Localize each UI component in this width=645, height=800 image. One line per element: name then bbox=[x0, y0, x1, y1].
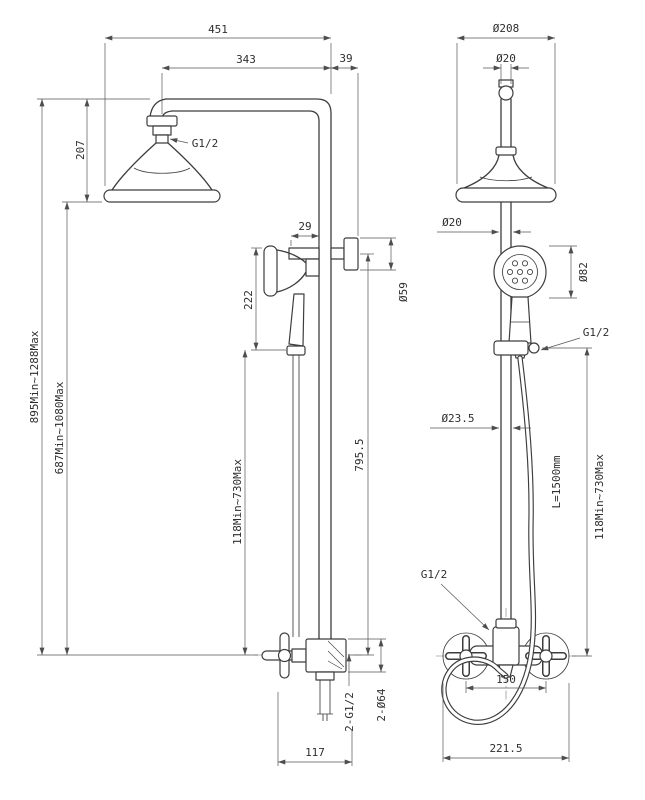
head-collar bbox=[155, 134, 169, 144]
dim-slide-range: 118Min~730Max bbox=[231, 459, 244, 545]
front-view-dimensions: Ø208 Ø20 Ø20 Ø82 G1/2 Ø23.5 L=1500mm bbox=[421, 22, 610, 762]
handshower-nut bbox=[305, 258, 320, 277]
hand-shower-front bbox=[493, 245, 547, 359]
dim-head-dia: Ø208 bbox=[493, 22, 520, 35]
handshower-handle-front bbox=[508, 296, 532, 344]
rain-head-side bbox=[103, 115, 221, 203]
dim-overall-height: 895Min~1288Max bbox=[28, 330, 41, 423]
head-neck bbox=[152, 125, 172, 136]
dim-top-pipe-dia: Ø20 bbox=[496, 52, 516, 65]
valve-body-hatch bbox=[327, 640, 345, 670]
handshower-cone-bottom bbox=[276, 271, 307, 293]
dim-lower-pipe-dia: Ø23.5 bbox=[441, 412, 474, 425]
wall-arm bbox=[330, 247, 345, 260]
riser-pipe-outer bbox=[165, 98, 332, 640]
dim-flange-dia: Ø59 bbox=[397, 282, 410, 302]
dim-valve-thread: G1/2 bbox=[421, 568, 448, 581]
handshower-face bbox=[263, 245, 278, 297]
dim-hose-length: L=1500mm bbox=[550, 455, 563, 508]
mixer-valve-front bbox=[436, 608, 576, 700]
leader-head-thread bbox=[169, 138, 189, 144]
side-view: 451 343 39 207 G1/2 895Min~1288Max 687Mi… bbox=[28, 23, 410, 766]
handshower-head-outer bbox=[493, 245, 547, 299]
head-rim-front bbox=[455, 187, 557, 203]
slider-clamp bbox=[493, 340, 529, 356]
dim-handshower-drop: 222 bbox=[242, 290, 255, 310]
arm-elbow-outer bbox=[149, 98, 167, 118]
head-bell-right bbox=[167, 142, 213, 191]
side-view-dimensions: 451 343 39 207 G1/2 895Min~1288Max 687Mi… bbox=[28, 23, 410, 766]
dim-head-height: 207 bbox=[74, 140, 87, 160]
top-pipe bbox=[500, 98, 512, 148]
spray-nozzles bbox=[506, 260, 534, 284]
handshower-cone-top bbox=[276, 249, 307, 264]
dim-holder-width: 29 bbox=[298, 220, 311, 233]
head-nut bbox=[146, 115, 178, 127]
rain-head-front bbox=[455, 146, 557, 203]
hose-connector bbox=[286, 345, 306, 356]
mixer-valve-side bbox=[254, 632, 362, 721]
dim-inlet-thread: 2-G1/2 bbox=[343, 692, 356, 732]
dim-pipe-offset: 39 bbox=[339, 52, 352, 65]
drop-tube bbox=[317, 680, 333, 721]
valve-body bbox=[305, 638, 347, 673]
hand-shower-side bbox=[263, 245, 320, 637]
dim-valve-depth: 117 bbox=[305, 746, 325, 759]
slider-knob bbox=[528, 342, 540, 354]
dim-body-height: 687Min~1080Max bbox=[53, 381, 66, 474]
riser-pipe-inner bbox=[171, 110, 320, 640]
head-bell-right-front bbox=[512, 154, 549, 189]
right-cross-handle bbox=[525, 635, 567, 677]
head-bell-band bbox=[133, 167, 191, 174]
hose-core bbox=[442, 356, 535, 724]
handle-hub bbox=[277, 648, 292, 663]
handshower-head-inner bbox=[502, 254, 538, 290]
dim-escutcheon-dia: 2-Ø64 bbox=[375, 688, 388, 721]
dim-slider-thread: G1/2 bbox=[583, 326, 610, 339]
front-view: Ø208 Ø20 Ø20 Ø82 G1/2 Ø23.5 L=1500mm bbox=[421, 22, 610, 762]
dim-head-thread: G1/2 bbox=[192, 137, 219, 150]
dim-valve-width: 221.5 bbox=[489, 742, 522, 755]
head-rim bbox=[103, 189, 221, 203]
valve-center-block bbox=[492, 626, 520, 666]
shower-hose bbox=[441, 355, 537, 725]
head-bell-left bbox=[111, 142, 157, 191]
leader-valve-thread bbox=[440, 583, 490, 631]
dim-riser-height: 795.5 bbox=[353, 438, 366, 471]
dim-overall-width: 451 bbox=[208, 23, 228, 36]
dim-handle-spacing: 150 bbox=[496, 673, 516, 686]
dim-arm-reach: 343 bbox=[236, 53, 256, 66]
dim-slide-range-front: 118Min~730Max bbox=[593, 454, 606, 540]
head-nut-front bbox=[495, 146, 517, 156]
head-bell-left-front bbox=[463, 154, 500, 189]
right-handle-hub bbox=[539, 649, 553, 663]
handle-stem bbox=[291, 648, 307, 663]
dim-riser-dia: Ø20 bbox=[442, 216, 462, 229]
ball-joint bbox=[498, 85, 514, 101]
riser-union-nut bbox=[495, 618, 517, 629]
dim-handshower-dia: Ø82 bbox=[577, 262, 590, 282]
left-cross-handle bbox=[445, 635, 487, 677]
valve-outlet bbox=[315, 671, 335, 681]
head-bell-band-front bbox=[479, 176, 533, 182]
holder-bracket bbox=[288, 247, 320, 260]
wall-flange bbox=[343, 237, 359, 271]
